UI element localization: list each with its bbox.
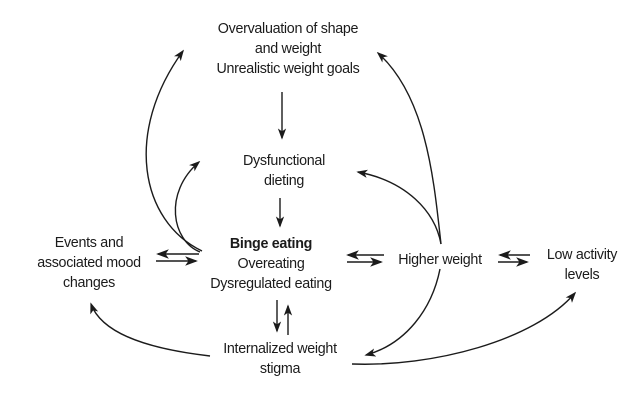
node-dieting-line1: Dysfunctional <box>243 153 325 169</box>
node-overvaluation: Overvaluation of shape and weight Unreal… <box>217 21 360 77</box>
node-events-line2: associated mood <box>37 255 141 271</box>
node-low-activity-line2: levels <box>565 267 600 283</box>
node-binge-line3: Dysregulated eating <box>210 276 332 292</box>
node-events-mood: Events and associated mood changes <box>37 235 141 291</box>
arrow-binge-to-dieting-curve <box>174 160 201 253</box>
node-stigma-line1: Internalized weight <box>223 341 337 357</box>
node-dysfunctional-dieting: Dysfunctional dieting <box>243 153 325 189</box>
node-binge-eating: Binge eating Overeating Dysregulated eat… <box>210 236 332 292</box>
node-events-line1: Events and <box>55 235 124 251</box>
node-binge-line1: Binge eating <box>230 236 312 252</box>
node-binge-line2: Overeating <box>238 256 305 272</box>
node-higher-weight: Higher weight <box>398 252 482 268</box>
arrow-higherweight-to-overvaluation-curve <box>376 51 442 245</box>
arrow-binge-to-overvaluation-curve <box>145 49 203 252</box>
node-low-activity: Low activity levels <box>547 247 619 283</box>
node-dieting-line2: dieting <box>264 173 304 189</box>
arrow-stigma-to-lowactivity-curve <box>351 291 577 365</box>
node-low-activity-line1: Low activity <box>547 247 618 263</box>
arrow-higherweight-to-stigma-curve <box>364 268 441 357</box>
node-overvaluation-line1: Overvaluation of shape <box>218 21 359 37</box>
node-events-line3: changes <box>63 275 115 291</box>
node-overvaluation-line3: Unrealistic weight goals <box>217 61 360 77</box>
arrow-stigma-to-events-curve <box>90 302 211 357</box>
node-stigma-line2: stigma <box>260 361 301 377</box>
arrow-higherweight-to-dieting-curve <box>356 169 442 245</box>
node-overvaluation-line2: and weight <box>255 41 321 57</box>
node-internalized-stigma: Internalized weight stigma <box>223 341 337 377</box>
node-higher-weight-line1: Higher weight <box>398 252 482 268</box>
